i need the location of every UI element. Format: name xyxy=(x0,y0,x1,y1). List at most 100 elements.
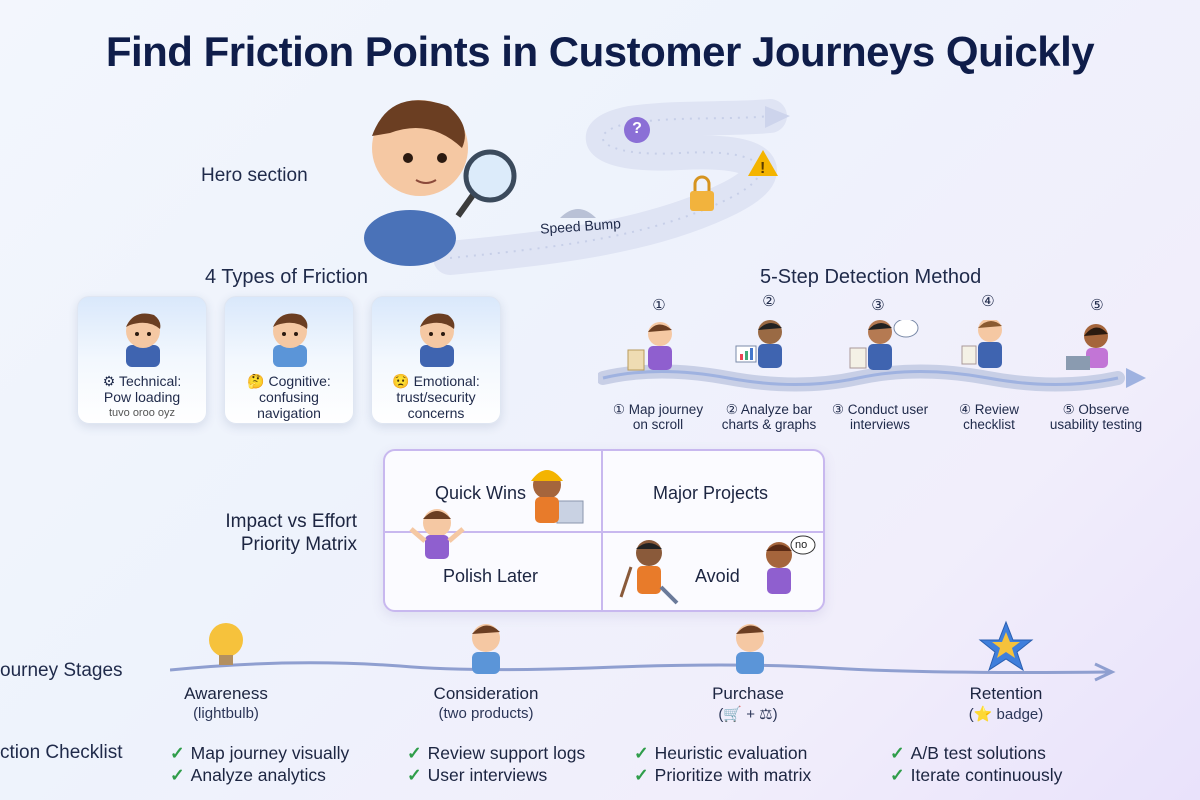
stage-purchase: Purchase xyxy=(712,684,784,703)
road-arrow-icon xyxy=(765,106,790,128)
step-number-3: ③ xyxy=(871,297,885,314)
checklist-item-label: Heuristic evaluation xyxy=(654,743,808,763)
checklist-item-label: Map journey visually xyxy=(190,743,350,763)
check-icon: ✓ xyxy=(407,765,422,785)
checklist-item: ✓Iterate continuously xyxy=(890,764,1062,786)
refusing-character xyxy=(766,535,816,594)
checklist-item-label: A/B test solutions xyxy=(910,743,1046,763)
quadrant-avoid: Avoid xyxy=(695,566,740,586)
step-label-line: on scroll xyxy=(632,417,684,432)
quadrant-quick-wins: Quick Wins xyxy=(435,483,527,503)
step-label-2: ② Analyze bar charts & graphs xyxy=(709,402,829,432)
arrow-head-icon xyxy=(1094,662,1116,682)
step-label-line: ④ Review xyxy=(958,402,1020,417)
checklist-item: ✓Map journey visually xyxy=(170,742,349,764)
worried-emoji-icon: 😟 xyxy=(392,373,410,389)
step-number-4: ④ xyxy=(981,293,995,310)
step-number-2: ② xyxy=(762,293,776,310)
stage-consideration: Consideration xyxy=(433,684,539,703)
friction-card-technical: ⚙ Technical: Pow loading tuvo oroo oyz xyxy=(77,296,207,424)
quadrant-polish-later: Polish Later xyxy=(443,566,539,586)
detective-character xyxy=(364,100,468,266)
checklist-item-label: Review support logs xyxy=(427,743,586,763)
step-label-line: interviews xyxy=(849,417,911,432)
check-icon: ✓ xyxy=(407,743,422,763)
matrix-label-line: Priority Matrix xyxy=(240,534,357,555)
friction-desc: navigation xyxy=(257,405,321,421)
step-label-1: ① Map journey on scroll xyxy=(598,402,718,432)
character-icon xyxy=(126,313,161,367)
checklist-item: ✓Prioritize with matrix xyxy=(634,764,811,786)
checklist-item: ✓Analyze analytics xyxy=(170,764,349,786)
step-label-5: ⑤ Observe usability testing xyxy=(1036,402,1156,432)
checklist-column-4: ✓A/B test solutions ✓Iterate continuousl… xyxy=(890,742,1062,786)
thinking-emoji-icon: 🤔 xyxy=(247,373,265,389)
friction-card-emotional: 😟 Emotional: trust/security concerns xyxy=(371,296,501,424)
friction-desc: Pow loading xyxy=(103,389,181,405)
stage-retention: Retention xyxy=(969,684,1043,703)
step-figure-2 xyxy=(735,320,782,368)
checklist-item-label: Prioritize with matrix xyxy=(654,765,812,785)
check-icon: ✓ xyxy=(170,765,185,785)
step-label-line: charts & graphs xyxy=(721,417,817,432)
stage-awareness-sub: (lightbulb) xyxy=(193,705,259,722)
checklist-label: ction Checklist xyxy=(0,742,123,763)
stage-retention-sub: (⭐ badge) xyxy=(968,706,1044,723)
happy-character xyxy=(409,509,465,559)
quadrant-major-projects: Major Projects xyxy=(653,483,769,503)
check-icon: ✓ xyxy=(890,765,905,785)
journey-line xyxy=(170,620,1116,682)
hero-section-label: Hero section xyxy=(201,165,308,186)
step-label-line: checklist xyxy=(963,417,1015,432)
checklist-item: ✓User interviews xyxy=(407,764,585,786)
stage-consideration-sub: (two products) xyxy=(438,705,534,722)
checklist-column-2: ✓Review support logs ✓User interviews xyxy=(407,742,585,786)
worker-character xyxy=(531,470,584,524)
step-number-1: ① xyxy=(652,297,666,314)
step-figure-1 xyxy=(627,322,672,371)
checklist-item: ✓Heuristic evaluation xyxy=(634,742,811,764)
character-icon xyxy=(273,313,308,367)
detection-title: 5-Step Detection Method xyxy=(760,266,982,288)
detection-path xyxy=(598,320,1146,392)
step-label-line: ① Map journey xyxy=(612,402,704,417)
priority-matrix: Quick Wins Major Projects Polish Later A… xyxy=(383,449,825,612)
friction-desc: tuvo oroo oyz xyxy=(108,407,176,419)
step-label-line: ② Analyze bar xyxy=(725,402,813,417)
friction-desc: confusing xyxy=(259,389,319,405)
friction-title: 4 Types of Friction xyxy=(205,266,369,288)
check-icon: ✓ xyxy=(890,743,905,763)
friction-desc: concerns xyxy=(407,405,465,421)
checklist-column-1: ✓Map journey visually ✓Analyze analytics xyxy=(170,742,349,786)
step-label-4: ④ Review checklist xyxy=(929,402,1049,432)
question-mark: ? xyxy=(632,120,642,137)
step-number-5: ⑤ xyxy=(1090,297,1104,314)
matrix-label-line: Impact vs Effort xyxy=(225,511,357,532)
consideration-person-icon xyxy=(472,624,500,674)
lightbulb-icon xyxy=(209,623,243,665)
checklist-item-label: Analyze analytics xyxy=(190,765,326,785)
check-icon: ✓ xyxy=(634,743,649,763)
gear-icon: ⚙ xyxy=(102,373,116,389)
purchase-person-icon xyxy=(736,624,764,674)
check-icon: ✓ xyxy=(634,765,649,785)
matrix-label: Impact vs Effort Priority Matrix xyxy=(195,510,357,556)
check-icon: ✓ xyxy=(170,743,185,763)
friction-type: Technical: xyxy=(118,373,182,389)
hero-illustration: ! xyxy=(364,99,790,275)
checklist-item-label: Iterate continuously xyxy=(910,765,1063,785)
friction-type: Emotional: xyxy=(413,373,480,389)
step-figure-5 xyxy=(1066,324,1108,370)
checklist-item-label: User interviews xyxy=(427,765,548,785)
page-title: Find Friction Points in Customer Journey… xyxy=(105,28,1095,75)
stage-purchase-sub: (🛒 + ⚖) xyxy=(718,706,778,723)
no-speech-bubble: no xyxy=(795,539,808,551)
step-label-3: ③ Conduct user interviews xyxy=(820,402,940,432)
character-icon xyxy=(420,313,455,367)
arrow-head-icon xyxy=(1126,368,1146,388)
svg-text:!: ! xyxy=(760,160,765,177)
step-label-line: usability testing xyxy=(1049,417,1143,432)
friction-type: Cognitive: xyxy=(268,373,331,389)
friction-card-cognitive: 🤔 Cognitive: confusing navigation xyxy=(224,296,354,424)
speed-bump-icon xyxy=(560,209,596,218)
